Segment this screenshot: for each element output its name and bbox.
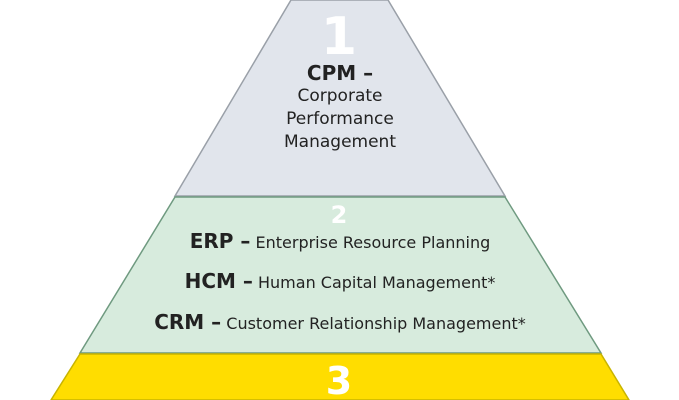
erp-abbr: ERP – — [189, 229, 251, 253]
erp-name: Enterprise Resource Planning — [255, 233, 491, 252]
cpm-abbr: CPM – — [306, 61, 374, 85]
crm-abbr: CRM – — [154, 310, 222, 334]
tier-2-number: 2 — [331, 201, 348, 229]
tier-1-number: 1 — [321, 7, 357, 67]
crm-name: Customer Relationship Management* — [226, 314, 526, 333]
hcm-item: HCM – Human Capital Management* — [140, 269, 540, 293]
hcm-abbr: HCM – — [184, 269, 253, 293]
hcm-name: Human Capital Management* — [258, 273, 496, 292]
crm-item: CRM – Customer Relationship Management* — [100, 310, 580, 334]
erp-item: ERP – Enterprise Resource Planning — [140, 229, 540, 253]
tier-3-shape — [50, 353, 630, 400]
tier-2-shape — [78, 196, 603, 354]
tier-1-shape — [173, 0, 507, 197]
tier-3-number: 3 — [326, 359, 352, 400]
tier-1-label: CPM – Corporate Performance Management — [240, 62, 440, 154]
cpm-name-line: Management — [284, 132, 396, 152]
cpm-name-line: Performance — [286, 109, 394, 129]
cpm-name-line: Corporate — [297, 86, 383, 106]
